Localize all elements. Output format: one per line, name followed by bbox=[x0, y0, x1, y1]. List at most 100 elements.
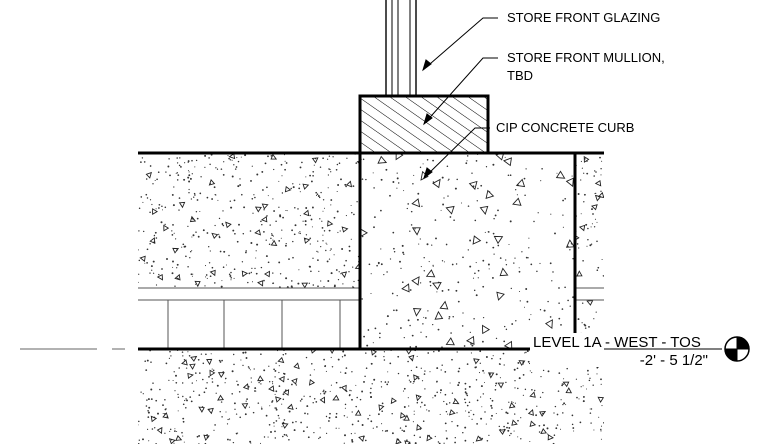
texture-dot bbox=[546, 427, 549, 430]
texture-aggregate bbox=[284, 185, 292, 193]
texture-dot bbox=[219, 361, 222, 363]
texture-dot bbox=[383, 359, 386, 361]
texture-dot bbox=[429, 280, 432, 283]
texture-dot bbox=[507, 422, 509, 425]
texture-dot bbox=[405, 425, 407, 428]
texture-dot bbox=[374, 327, 377, 330]
texture-dot bbox=[172, 266, 174, 268]
label-store-front-mullion: STORE FRONT MULLION, bbox=[507, 50, 665, 65]
texture-dot bbox=[196, 199, 199, 201]
texture-aggregate bbox=[434, 310, 444, 320]
texture-dot bbox=[278, 365, 280, 367]
level-text-mask bbox=[530, 333, 714, 367]
leader-arrow-icon bbox=[423, 167, 433, 180]
texture-dot bbox=[312, 402, 314, 404]
texture-dot bbox=[236, 157, 238, 159]
texture-aggregate bbox=[426, 434, 433, 442]
texture-dot bbox=[589, 408, 591, 410]
texture-dot bbox=[488, 231, 490, 233]
texture-dot bbox=[421, 401, 423, 404]
texture-dot bbox=[234, 408, 236, 410]
texture-dot bbox=[560, 399, 562, 401]
texture-dot bbox=[384, 430, 387, 432]
texture-aggregate bbox=[228, 154, 236, 160]
texture-dot bbox=[512, 401, 514, 404]
texture-dot bbox=[182, 435, 184, 437]
texture-dot bbox=[525, 351, 527, 354]
texture-dot bbox=[451, 358, 453, 361]
texture-dot bbox=[578, 247, 580, 249]
texture-dot bbox=[584, 327, 587, 329]
texture-dot bbox=[275, 362, 277, 364]
texture-dot bbox=[189, 257, 191, 259]
texture-dot bbox=[446, 165, 449, 167]
texture-dot bbox=[600, 438, 602, 440]
texture-dot bbox=[497, 244, 500, 247]
texture-dot bbox=[145, 405, 148, 407]
texture-dot bbox=[284, 154, 285, 156]
concrete-aggregate-texture bbox=[361, 154, 574, 349]
texture-dot bbox=[479, 396, 482, 398]
texture-dot bbox=[344, 434, 346, 437]
texture-dot bbox=[243, 206, 246, 209]
texture-dot bbox=[425, 336, 428, 338]
texture-dot bbox=[386, 315, 389, 318]
texture-dot bbox=[576, 396, 578, 399]
texture-dot bbox=[457, 384, 460, 387]
texture-aggregate bbox=[283, 389, 290, 396]
texture-dot bbox=[257, 402, 260, 404]
texture-dot bbox=[485, 423, 487, 425]
leader-arrow-icon bbox=[422, 59, 432, 72]
texture-dot bbox=[320, 393, 322, 395]
texture-dot bbox=[509, 174, 512, 177]
texture-dot bbox=[397, 372, 400, 375]
texture-dot bbox=[563, 378, 565, 380]
texture-dot bbox=[350, 238, 352, 240]
texture-dot bbox=[173, 232, 175, 234]
texture-dot bbox=[249, 230, 252, 232]
texture-dot bbox=[224, 378, 227, 380]
texture-dot bbox=[337, 358, 340, 361]
texture-dot bbox=[185, 398, 187, 400]
texture-dot bbox=[229, 200, 232, 202]
texture-dot bbox=[435, 237, 437, 240]
texture-dot bbox=[271, 233, 273, 235]
texture-dot bbox=[288, 439, 290, 441]
texture-dot bbox=[317, 240, 319, 242]
texture-aggregate bbox=[425, 269, 436, 278]
texture-dot bbox=[261, 170, 264, 173]
texture-aggregate bbox=[168, 438, 176, 444]
texture-dot bbox=[205, 387, 207, 390]
texture-dot bbox=[318, 437, 320, 440]
texture-dot bbox=[177, 393, 179, 396]
texture-dot bbox=[403, 430, 406, 433]
texture-dot bbox=[484, 382, 485, 383]
texture-dot bbox=[142, 438, 144, 441]
texture-dot bbox=[186, 399, 188, 402]
texture-aggregate bbox=[241, 403, 249, 410]
texture-dot bbox=[302, 430, 305, 433]
texture-dot bbox=[372, 427, 374, 429]
texture-dot bbox=[227, 418, 229, 421]
texture-dot bbox=[215, 392, 217, 394]
texture-dot bbox=[175, 374, 177, 377]
texture-dot bbox=[209, 250, 211, 252]
leader-arrow-icon bbox=[423, 113, 433, 126]
texture-dot bbox=[463, 345, 466, 347]
texture-dot bbox=[245, 400, 247, 402]
texture-dot bbox=[562, 199, 564, 202]
texture-dot bbox=[361, 178, 364, 180]
texture-dot bbox=[488, 434, 490, 437]
texture-dot bbox=[554, 405, 557, 408]
texture-dot bbox=[340, 371, 342, 373]
texture-dot bbox=[473, 289, 476, 292]
texture-dot bbox=[214, 224, 216, 227]
texture-dot bbox=[169, 430, 171, 432]
texture-dot bbox=[586, 172, 589, 175]
texture-dot bbox=[381, 410, 384, 413]
texture-dot bbox=[403, 387, 406, 390]
texture-dot bbox=[429, 284, 432, 287]
texture-dot bbox=[456, 178, 458, 181]
texture-aggregate bbox=[452, 398, 460, 405]
texture-dot bbox=[208, 262, 211, 264]
